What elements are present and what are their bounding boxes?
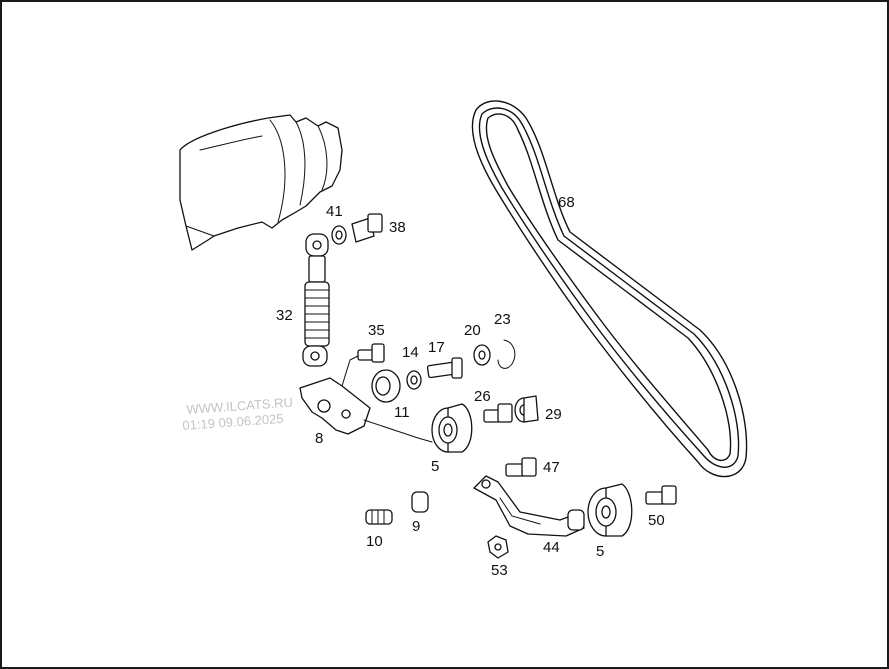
washer-14-illustration: [406, 370, 422, 390]
callout-32[interactable]: 32: [276, 307, 293, 324]
callout-9[interactable]: 9: [412, 518, 421, 535]
callout-8[interactable]: 8: [315, 430, 324, 447]
tensioner-bracket-illustration: [299, 355, 433, 443]
circlip-23-illustration: [497, 339, 516, 369]
callout-35[interactable]: 35: [368, 322, 385, 339]
sleeve-9-illustration: [411, 491, 429, 513]
idler-pulley-upper-illustration: [431, 403, 473, 453]
damper-illustration: [302, 233, 330, 367]
bolt-50-illustration: [645, 485, 677, 505]
callout-20[interactable]: 20: [464, 322, 481, 339]
callout-14[interactable]: 14: [402, 344, 419, 361]
bolt-17-illustration: [426, 357, 463, 379]
callout-5-upper[interactable]: 5: [431, 458, 440, 475]
drive-belt-illustration: [471, 100, 748, 478]
nut-53-illustration: [487, 535, 509, 559]
washer-20-illustration: [473, 344, 491, 366]
callout-29[interactable]: 29: [545, 406, 562, 423]
callout-17[interactable]: 17: [428, 339, 445, 356]
callout-50[interactable]: 50: [648, 512, 665, 529]
bolt-38-illustration: [351, 213, 383, 243]
callout-10[interactable]: 10: [366, 533, 383, 550]
callout-11[interactable]: 11: [394, 404, 410, 421]
callout-26[interactable]: 26: [474, 388, 491, 405]
washer-41-illustration: [331, 225, 347, 245]
bushing-11-illustration: [371, 369, 401, 403]
callout-23[interactable]: 23: [494, 311, 511, 328]
alternator-illustration: [179, 114, 343, 251]
callout-5-lower[interactable]: 5: [596, 543, 605, 560]
bolt-26-illustration: [483, 403, 513, 423]
callout-41[interactable]: 41: [326, 203, 343, 220]
callout-44[interactable]: 44: [543, 539, 560, 556]
tensioner-arm-illustration: [473, 475, 585, 537]
bolt-47-illustration: [505, 457, 537, 477]
callout-38[interactable]: 38: [389, 219, 406, 236]
bolt-35-illustration: [357, 343, 385, 363]
callout-47[interactable]: 47: [543, 459, 560, 476]
stud-10-illustration: [365, 509, 393, 525]
spacer-29-illustration: [514, 395, 539, 423]
callout-53[interactable]: 53: [491, 562, 508, 579]
idler-pulley-lower-illustration: [587, 483, 633, 537]
callout-68[interactable]: 68: [558, 194, 575, 211]
